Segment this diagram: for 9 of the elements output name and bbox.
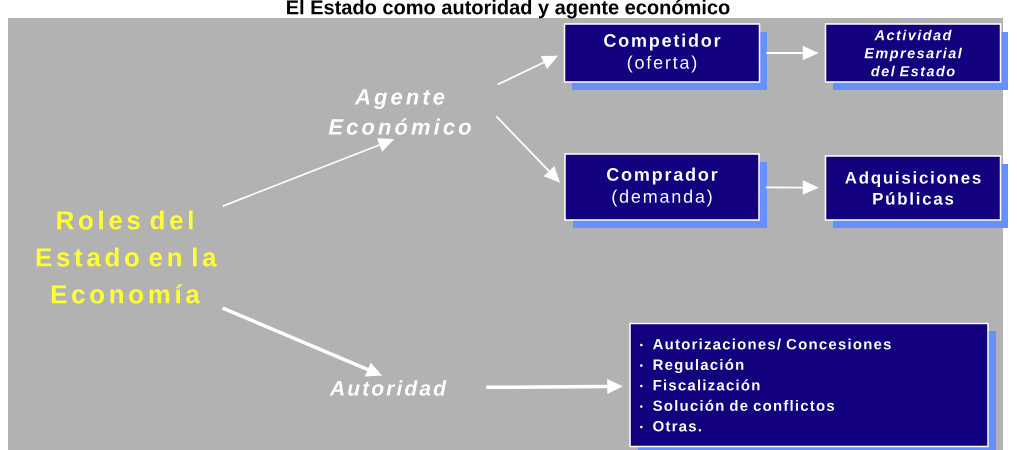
result-box: Adquisiciones Públicas — [824, 155, 1008, 228]
role-label: Agente Económico — [328, 89, 471, 135]
role-box: Comprador (demanda) — [564, 153, 767, 228]
role-label: Autoridad — [329, 380, 447, 396]
role-box: Competidor (oferta) — [563, 23, 767, 90]
roles-label: Roles del Estado en la Economía — [36, 210, 217, 304]
title: El Estado como autoridad y agente económico — [287, 0, 730, 19]
result-box: Actividad Empresarial del Estado — [824, 23, 1008, 90]
list-box: Autorizaciones/ Concesiones Regulación Fiscalización Solución de conflictos Otras. — [629, 322, 996, 450]
